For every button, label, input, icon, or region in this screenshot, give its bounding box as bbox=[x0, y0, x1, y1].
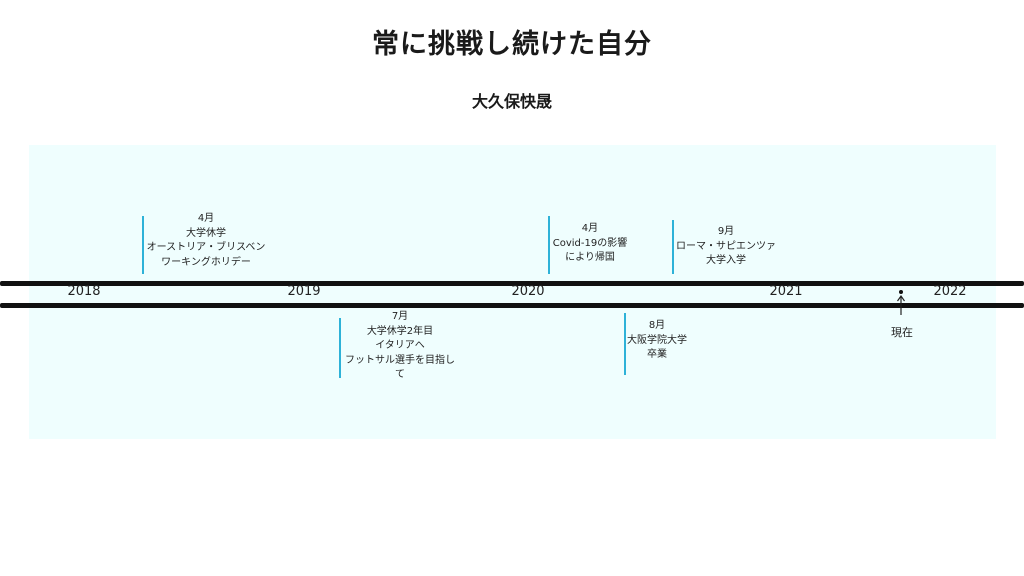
current-position-dot bbox=[899, 290, 903, 294]
event-marker-2018 bbox=[142, 216, 144, 274]
event-2019-line-1: 7月 bbox=[391, 311, 409, 322]
event-2020-graduation: 8月 大阪学院大学 卒業 bbox=[627, 319, 687, 363]
year-label-2022: 2022 bbox=[933, 284, 967, 299]
event-2020b-line-1: 8月 bbox=[648, 320, 666, 331]
event-2018-working-holiday: 4月 大学休学 オーストリア・ブリスベン ワーキングホリデー bbox=[147, 212, 266, 270]
event-2019-line-4: フットサル選手を目指し bbox=[345, 354, 455, 366]
timeline-line-upper bbox=[0, 281, 1024, 286]
up-arrow-icon bbox=[897, 294, 905, 315]
current-label: 現在 bbox=[891, 326, 913, 339]
event-2020-return: 4月 Covid-19の影響 により帰国 bbox=[553, 222, 627, 266]
year-label-2020: 2020 bbox=[511, 284, 545, 299]
event-2021-line-1: 9月 bbox=[717, 226, 735, 237]
event-2019-line-2: 大学休学2年目 bbox=[366, 325, 434, 337]
timeline-line-lower bbox=[0, 303, 1024, 308]
event-2021-line-2: ローマ・サピエンツァ bbox=[676, 240, 776, 252]
timeline-panel bbox=[29, 145, 996, 439]
event-marker-2020-august bbox=[624, 313, 626, 375]
event-marker-2019 bbox=[339, 318, 341, 378]
author-name: 大久保快晟 bbox=[471, 92, 552, 111]
event-2019-line-5: て bbox=[395, 369, 405, 380]
event-2018-line-1: 4月 bbox=[197, 213, 215, 224]
slide-title: 常に挑戦し続けた自分 bbox=[372, 29, 652, 60]
event-marker-2020-april bbox=[548, 216, 550, 274]
event-2020b-line-3: 卒業 bbox=[647, 349, 667, 360]
event-2018-line-2: 大学休学 bbox=[186, 227, 226, 239]
year-label-2019: 2019 bbox=[287, 284, 321, 299]
event-2018-line-3: オーストリア・ブリスベン bbox=[146, 242, 266, 253]
event-2021-line-3: 大学入学 bbox=[706, 255, 746, 266]
year-label-2021: 2021 bbox=[769, 284, 803, 299]
year-label-2018: 2018 bbox=[67, 284, 101, 299]
event-2019-italy: 7月 大学休学2年目 イタリアへ フットサル選手を目指し て bbox=[345, 310, 455, 383]
event-2020a-line-1: 4月 bbox=[581, 223, 599, 234]
event-2020a-line-3: により帰国 bbox=[565, 252, 615, 263]
event-2020b-line-2: 大阪学院大学 bbox=[627, 334, 687, 346]
event-2019-line-3: イタリアへ bbox=[375, 340, 425, 351]
event-2018-line-4: ワーキングホリデー bbox=[161, 256, 251, 268]
event-2021-rome: 9月 ローマ・サピエンツァ 大学入学 bbox=[676, 225, 776, 269]
event-2020a-line-2: Covid-19の影響 bbox=[552, 237, 628, 249]
event-marker-2021 bbox=[672, 220, 674, 274]
